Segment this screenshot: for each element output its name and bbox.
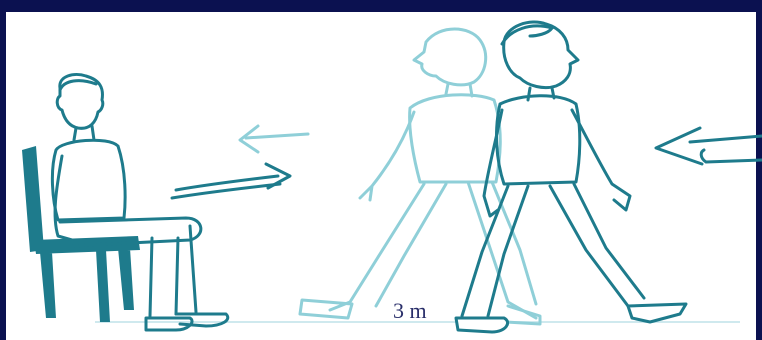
distance-label: 3 m <box>393 298 427 323</box>
